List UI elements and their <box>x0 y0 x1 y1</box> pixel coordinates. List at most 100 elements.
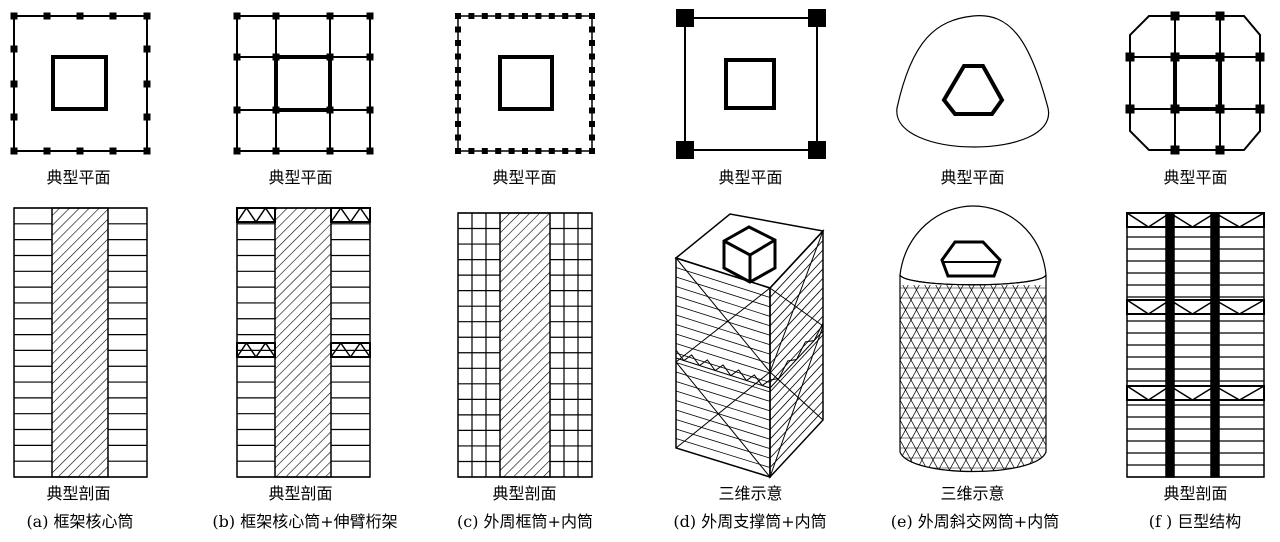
brace <box>675 287 771 363</box>
diagrid-member <box>1031 285 1046 472</box>
column-node <box>233 53 241 61</box>
diagrid-member <box>900 285 923 472</box>
mega-column <box>1170 104 1180 114</box>
corner-column <box>808 9 826 27</box>
corner-column <box>676 9 694 27</box>
column-node <box>272 106 280 114</box>
column-node <box>589 121 595 127</box>
core-tube <box>274 55 332 112</box>
core-tube <box>51 55 108 111</box>
mega-column <box>1125 104 1135 114</box>
brace <box>675 361 771 478</box>
mega-column <box>1255 52 1265 62</box>
column-node <box>575 148 582 154</box>
caption-f: (f ) 巨型结构 <box>1148 512 1242 531</box>
floor-line <box>769 306 824 364</box>
brace <box>769 230 824 373</box>
plan-label-e: 典型平面 <box>940 168 1005 187</box>
diagrid-member <box>900 285 989 472</box>
column-node <box>76 12 84 20</box>
caption-b: (b) 框架核心筒+伸臂桁架 <box>212 512 398 531</box>
perimeter-frame <box>1129 15 1261 151</box>
brace <box>675 257 771 373</box>
truss-web <box>1214 385 1265 401</box>
column-node <box>548 13 555 19</box>
mega-column <box>1215 145 1225 155</box>
diagrid-member <box>900 285 934 472</box>
corner-column <box>676 141 694 159</box>
floor-line <box>675 324 771 355</box>
column-node <box>455 80 461 87</box>
isometric-e <box>680 205 1047 480</box>
diagrid-member <box>900 285 1000 472</box>
column-node <box>589 148 595 154</box>
column-node <box>522 148 528 154</box>
floor-line <box>769 268 824 327</box>
floor-line <box>769 344 824 402</box>
plan-label-c: 典型平面 <box>492 168 557 187</box>
floor-line <box>675 390 771 421</box>
belt-truss <box>675 349 771 387</box>
column-node <box>589 134 595 141</box>
column-node <box>455 148 461 154</box>
column-node <box>366 147 374 155</box>
mega-column <box>1215 11 1225 21</box>
floor-line <box>769 240 824 298</box>
section-f <box>1126 212 1265 478</box>
floor-line <box>769 400 824 459</box>
diagrid-member <box>680 280 790 480</box>
mega-column <box>1210 299 1220 315</box>
roof-slab <box>899 205 1047 286</box>
column-node <box>589 80 595 87</box>
column-node <box>326 147 334 155</box>
column-node <box>455 26 461 33</box>
column-node <box>10 147 18 155</box>
column-node <box>589 26 595 33</box>
diagrid-member <box>900 285 945 472</box>
column-node <box>233 12 241 20</box>
section-b <box>236 206 371 478</box>
truss-web <box>1126 299 1171 315</box>
floor-line <box>675 286 771 317</box>
core-edge <box>723 239 751 257</box>
floor-line <box>675 314 771 346</box>
floor-line <box>769 381 824 440</box>
column-node <box>562 13 569 19</box>
diagrid-member <box>900 285 945 472</box>
floor-line <box>769 363 824 421</box>
column-node <box>143 45 151 53</box>
diagrid-member <box>943 285 1046 472</box>
diagrid-member <box>965 285 1046 472</box>
column-node <box>272 53 280 61</box>
diagrid-member <box>976 285 1046 472</box>
section-label-f: 典型剖面 <box>1163 484 1228 503</box>
column-node <box>468 13 475 19</box>
diagrid-member <box>900 285 923 472</box>
column-node <box>589 13 595 19</box>
mega-column <box>1170 145 1180 155</box>
floor-line <box>675 333 771 364</box>
section-label-e: 三维示意 <box>940 484 1005 503</box>
diagrid-member <box>954 285 1046 472</box>
diagrid-member <box>1031 285 1046 472</box>
column-node <box>366 12 374 20</box>
diagrid-member <box>757 280 867 480</box>
floor-line <box>769 315 824 374</box>
caption-c: (c) 外周框筒+内筒 <box>457 512 593 531</box>
diagrid-member <box>900 285 934 472</box>
column-node <box>76 147 84 155</box>
perimeter-diagrid <box>896 15 1049 148</box>
isometric-d <box>674 213 825 479</box>
column-node <box>326 53 334 61</box>
plan-c-framed-tube <box>455 13 595 154</box>
core-edge <box>749 238 776 257</box>
belt-truss <box>769 330 824 389</box>
diagrid-member <box>998 285 1046 472</box>
diagrid-member <box>900 285 901 472</box>
plan-label-b: 典型平面 <box>268 168 333 187</box>
core-tube <box>724 58 776 110</box>
truss-web <box>1126 212 1171 228</box>
column-node <box>508 148 515 154</box>
core-wall-hatched <box>274 207 332 478</box>
section-label-c: 典型剖面 <box>492 484 557 503</box>
